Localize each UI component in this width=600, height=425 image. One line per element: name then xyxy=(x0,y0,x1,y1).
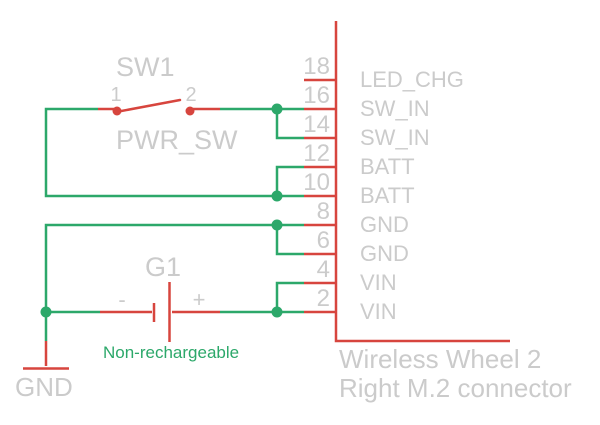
pin-number-10: 10 xyxy=(303,169,330,196)
switch-net-label: PWR_SW xyxy=(116,125,238,155)
junction-dot xyxy=(40,306,52,318)
pin-net-led-chg: LED_CHG xyxy=(360,67,464,92)
net-wire-batt xyxy=(44,107,304,198)
pin-number-18: 18 xyxy=(303,53,330,80)
junction-dot xyxy=(271,306,283,318)
pin-number-8: 8 xyxy=(316,198,330,225)
battery-plus-sign: + xyxy=(192,287,206,312)
pin-net-gnd: GND xyxy=(360,212,409,237)
switch-pin1-number: 1 xyxy=(110,84,122,106)
junction-dot xyxy=(271,103,283,115)
switch-pin2-number: 2 xyxy=(185,84,197,106)
battery-designator: G1 xyxy=(145,252,182,282)
switch-contact-dot xyxy=(112,106,122,116)
net-wires xyxy=(40,103,304,341)
pin-number-14: 14 xyxy=(303,111,330,138)
ground-label: GND xyxy=(15,372,73,402)
pin-number-6: 6 xyxy=(316,227,330,254)
pin-net-vin: VIN xyxy=(360,270,397,295)
pin-net-sw-in: SW_IN xyxy=(360,96,430,121)
pin-number-12: 12 xyxy=(303,140,330,167)
switch-symbol xyxy=(98,98,220,116)
junction-dot xyxy=(271,190,283,202)
junction-dot xyxy=(271,219,283,231)
net-wire-gnd-jog xyxy=(275,225,304,256)
battery-note: Non-rechargeable xyxy=(103,343,240,362)
pin-number-4: 4 xyxy=(316,256,330,283)
net-wire-batt-jog xyxy=(275,165,304,196)
net-wire-gnd xyxy=(44,223,304,341)
battery-symbol xyxy=(100,282,220,342)
switch-contact-dot xyxy=(185,106,195,116)
battery-minus-sign: - xyxy=(118,287,126,312)
switch-designator: SW1 xyxy=(116,52,175,82)
ground-symbol xyxy=(23,341,69,370)
connector-title-line1: Wireless Wheel 2 xyxy=(339,344,542,374)
net-wire-vin-jog xyxy=(275,281,304,312)
connector-title-line2: Right M.2 connector xyxy=(339,373,572,403)
pin-net-batt: BATT xyxy=(360,154,415,179)
connector-symbol xyxy=(304,21,510,343)
pin-net-batt: BATT xyxy=(360,183,415,208)
pin-number-2: 2 xyxy=(316,285,330,312)
pin-net-vin: VIN xyxy=(360,299,397,324)
pin-net-sw-in: SW_IN xyxy=(360,125,430,150)
connector-outline xyxy=(334,21,510,343)
pin-number-16: 16 xyxy=(303,82,330,109)
net-wire-swin-jog xyxy=(275,109,304,140)
switch-blade xyxy=(114,98,182,114)
pin-net-gnd: GND xyxy=(360,241,409,266)
